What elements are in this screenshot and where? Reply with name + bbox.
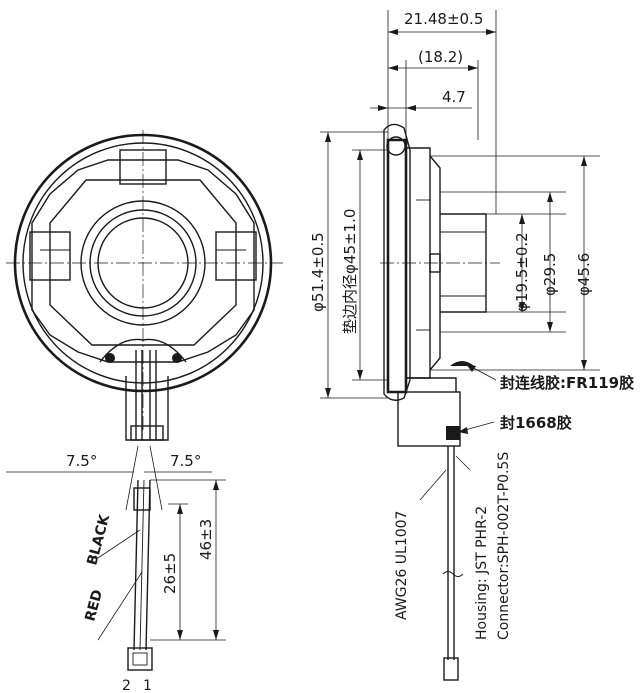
g1668-arrow [458, 427, 468, 434]
awg-leader [419, 469, 447, 501]
outer-frame-ring [13, 133, 273, 393]
dim-46-label: 46±3 [197, 519, 215, 560]
arrow-26-top [177, 504, 183, 514]
dome-outer [89, 209, 197, 317]
arrow-514-bottom [325, 388, 331, 398]
dome-inner [97, 217, 189, 309]
black-leader [97, 529, 141, 559]
arrow-456-bottom [581, 360, 587, 370]
wire-bundle-left [133, 479, 139, 651]
red-leader [97, 571, 143, 641]
right-spoke [215, 231, 257, 281]
dim-26-label: 26±5 [161, 553, 179, 594]
basket-outline [31, 159, 255, 363]
red-wire-label: RED [82, 588, 106, 623]
arrow-46-bottom [213, 630, 219, 640]
dim-514-label: φ51.4±0.5 [309, 232, 327, 312]
angle-ray-left [125, 445, 139, 511]
basket-inner [49, 179, 237, 346]
dim-456-label: φ45.6 [575, 253, 593, 296]
connector-label: Connector:SPH-002T-P0.5S [496, 452, 512, 640]
angle-right-label: 7.5° [170, 452, 201, 470]
front-view: 7.5° 7.5° BLACK RED 46±3 26±5 2 1 [6, 130, 283, 693]
angle-left-label: 7.5° [66, 452, 97, 470]
dim-45-label: 垫边内径φ45±1.0 [341, 209, 359, 334]
arrow-2148-left [388, 29, 398, 35]
top-spoke [119, 149, 167, 185]
connector-housing [127, 647, 153, 671]
housing-label: Housing: JST PHR-2 [474, 506, 490, 640]
pin-2-label: 2 [122, 678, 131, 693]
side-view: 21.48±0.5 (18.2) 4.7 φ19.5±0.2 [309, 10, 634, 681]
heatshrink-sleeve [133, 487, 151, 511]
arrow-182-left [388, 65, 398, 71]
dim-47-label: 4.7 [442, 88, 466, 106]
arrow-45-bottom [357, 370, 363, 380]
gasket-rim [383, 123, 411, 401]
terminal-right [172, 353, 182, 363]
terminal-left [105, 353, 115, 363]
dim-2148-label: 21.48±0.5 [404, 10, 483, 28]
fr119-arrow [466, 364, 476, 372]
glue-1668-blob [446, 426, 460, 440]
side-connector [443, 657, 459, 681]
dim-195-label: φ19.5±0.2 [513, 232, 531, 312]
fr119-callout: 封连线胶:FR119胶 [500, 374, 634, 392]
arrow-47-left [378, 105, 388, 111]
arrow-46-top [213, 480, 219, 490]
arrow-195-top [519, 214, 525, 224]
terminal-block [397, 391, 461, 447]
wire-clamp [130, 425, 164, 441]
arrow-47-right [406, 105, 416, 111]
wire-exit-tab [125, 376, 169, 441]
dim-182-label: (18.2) [418, 48, 463, 66]
wire-bundle-mid [139, 479, 145, 651]
inner-frame-ring [22, 142, 264, 384]
arrow-195-bottom [519, 302, 525, 312]
connector-inner [132, 652, 148, 666]
magnet-ring [80, 200, 206, 326]
arrow-295-bottom [547, 322, 553, 332]
terminal-bracket [406, 377, 457, 392]
black-wire-label: BLACK [84, 512, 113, 567]
wire-break-mark [442, 571, 464, 577]
arrow-2148-right [486, 29, 496, 35]
magnet-block [440, 213, 487, 313]
terminal-board [99, 338, 187, 363]
g1668-callout: 封1668胶 [500, 414, 572, 432]
arrow-456-top [581, 156, 587, 166]
surround-top [386, 136, 406, 156]
pin-1-label: 1 [143, 678, 152, 693]
angle-ray-right [149, 445, 163, 511]
housing-leader [455, 455, 471, 471]
arrow-182-right [468, 65, 478, 71]
dim-295-label: φ29.5 [541, 253, 559, 296]
arrow-26-bottom [177, 630, 183, 640]
vent-nub [429, 253, 441, 273]
wire-spec-label: AWG26 UL1007 [394, 511, 410, 620]
left-spoke [29, 231, 71, 281]
arrow-45-top [357, 150, 363, 160]
arrow-295-top [547, 192, 553, 202]
arrow-514-top [325, 132, 331, 142]
flange-outline [386, 138, 408, 394]
